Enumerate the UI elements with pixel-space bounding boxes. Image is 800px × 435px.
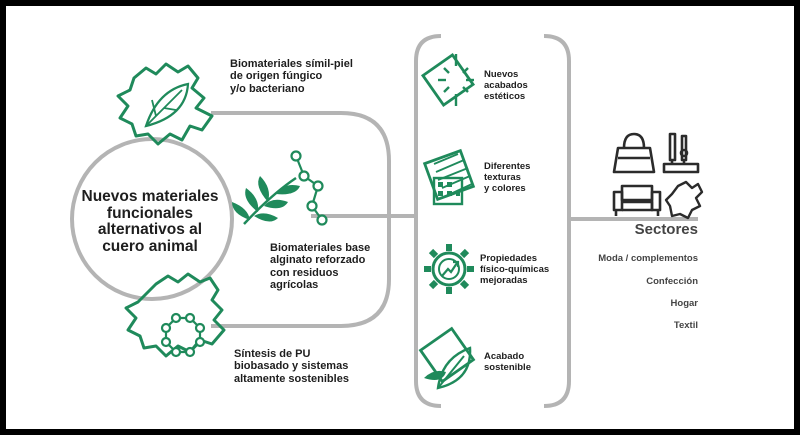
benefit-label-sustainable: Acabado sostenible xyxy=(484,351,531,373)
sector-item: Moda / complementos xyxy=(598,253,698,265)
source-label-fungal: Biomateriales símil-piel de origen fúngi… xyxy=(230,58,353,95)
sector-item: Hogar xyxy=(670,298,698,310)
leaf-puzzle-icon xyxy=(116,62,214,146)
textile-piece-icon xyxy=(664,180,704,220)
sectors-title: Sectores xyxy=(634,221,698,238)
benefit-label-properties: Propiedades físico-químicas mejoradas xyxy=(480,253,550,286)
polymer-ring-puzzle-icon xyxy=(124,272,226,358)
benefits-right-bracket xyxy=(543,34,571,408)
benefit-label-finishes: Nuevos acabados estéticos xyxy=(484,69,528,102)
sectors-list: Moda / complementos Confección Hogar Tex… xyxy=(598,242,698,343)
source-bracket xyxy=(211,111,391,328)
sector-item: Textil xyxy=(673,320,698,332)
connectors xyxy=(70,34,698,408)
leaf-square-icon xyxy=(418,326,476,390)
benefits-left-bracket xyxy=(414,34,442,408)
texture-swatch-icon xyxy=(422,148,476,206)
wheat-molecule-icon xyxy=(232,150,328,226)
handbag-icon xyxy=(612,132,656,174)
diagram-canvas: Nuevos materiales funcionales alternativ… xyxy=(6,6,794,429)
source-label-alginate: Biomateriales base alginato reforzado co… xyxy=(270,242,371,291)
source-label-pu: Síntesis de PU biobasado y sistemas alta… xyxy=(234,348,349,385)
tools-icon xyxy=(662,132,700,174)
gear-chart-icon xyxy=(424,244,474,294)
armchair-icon xyxy=(612,184,662,216)
center-concept-label: Nuevos materiales funcionales alternativ… xyxy=(81,188,219,256)
benefit-label-textures: Diferentes texturas y colores xyxy=(484,161,531,194)
sector-item: Confección xyxy=(646,275,698,287)
sparkle-square-icon xyxy=(420,52,476,108)
diagram-graphics xyxy=(70,34,704,408)
